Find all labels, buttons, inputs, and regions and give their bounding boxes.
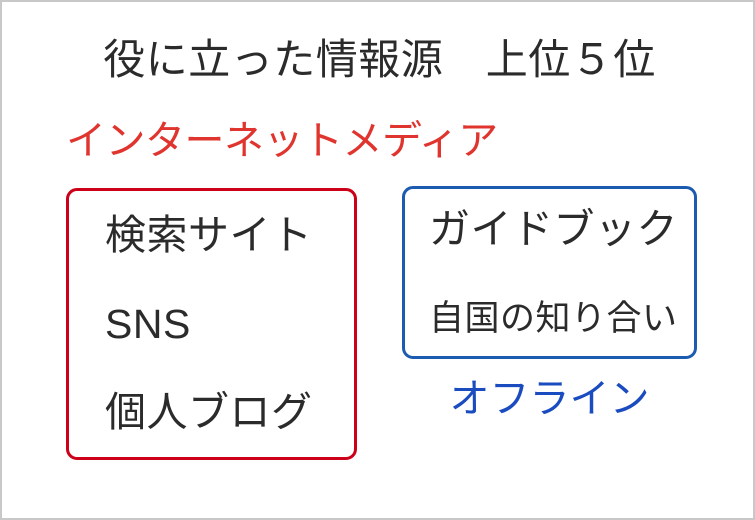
- list-item: 自国の知り合い: [429, 299, 678, 338]
- list-item: 個人ブログ: [105, 389, 313, 435]
- group-box-online: 検索サイト SNS 個人ブログ: [66, 188, 357, 460]
- group-box-offline: ガイドブック 自国の知り合い: [402, 186, 697, 359]
- list-item: SNS: [105, 300, 191, 347]
- list-item: 検索サイト: [105, 212, 313, 258]
- category-label-offline: オフライン: [449, 377, 650, 421]
- list-item: ガイドブック: [429, 206, 678, 252]
- category-label-online: インターネットメディア: [66, 119, 498, 163]
- page-title: 役に立った情報源 上位５位: [103, 36, 656, 83]
